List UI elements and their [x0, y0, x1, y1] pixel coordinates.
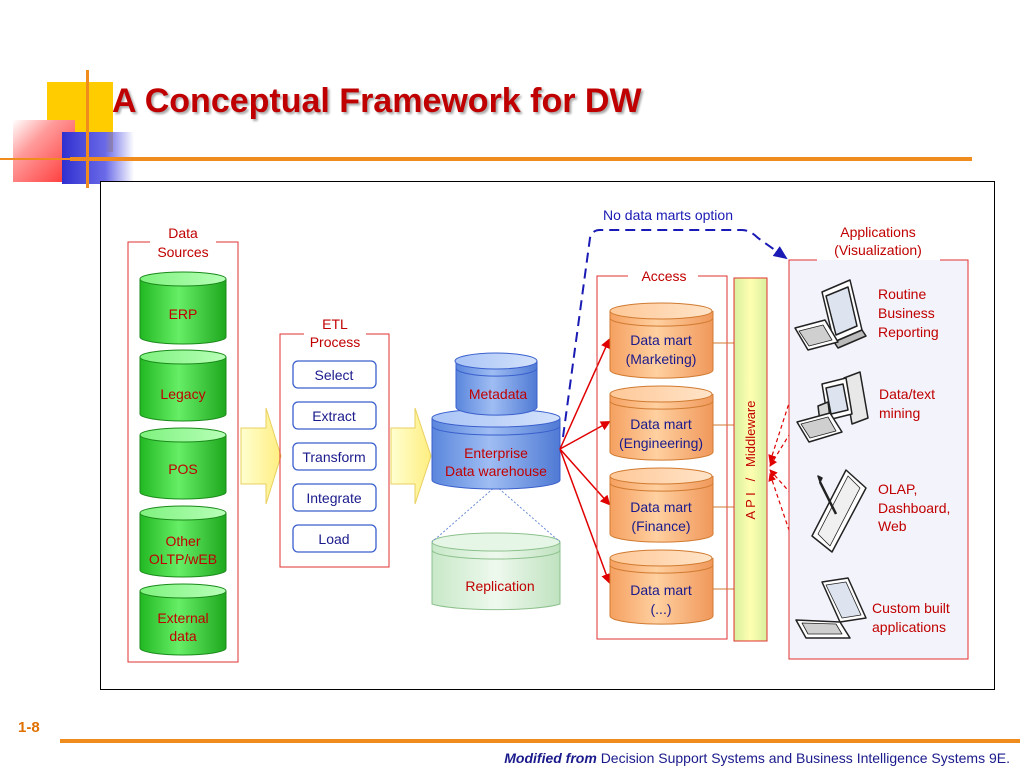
source-cylinder-pos: POS	[139, 427, 227, 500]
mart-label-line1: Data mart	[630, 332, 692, 348]
app-label: Data/text	[879, 386, 935, 402]
data-sources-bracket	[127, 241, 239, 663]
applications-label-line2: (Visualization)	[834, 242, 922, 258]
metadata-cylinder: Metadata	[454, 352, 538, 416]
access-group: Access Data mart (Marketing) Data mart (…	[596, 268, 734, 640]
source-label-line2: data	[169, 628, 196, 644]
etl-step-label: Transform	[302, 449, 365, 465]
enterprise-data-warehouse-cylinder: Enterprise Data warehouse	[431, 408, 561, 490]
mart-label-line2: (Finance)	[631, 518, 690, 534]
mart-label-line2: (Engineering)	[619, 435, 703, 451]
mart-label-line1: Data mart	[630, 582, 692, 598]
tablet-pen-icon	[811, 469, 867, 553]
app-label: Business	[878, 305, 935, 321]
etl-step-extract	[292, 401, 377, 430]
app-label: applications	[872, 619, 946, 635]
footer-source: Decision Support Systems and Business In…	[600, 750, 1010, 766]
tower-computer-icon	[796, 371, 869, 443]
flow-arrow-sources-to-etl	[240, 407, 282, 505]
app-label: Routine	[878, 286, 926, 302]
footer-modified-from: Modified from	[504, 750, 597, 766]
source-label-line1: Other	[165, 533, 200, 549]
data-sources-label-line1: Data	[168, 225, 198, 241]
no-data-marts-dashed-arrow	[562, 229, 788, 438]
access-bracket	[596, 275, 728, 640]
data-mart-other: Data mart (...)	[609, 549, 714, 625]
mart-label-line2: (Marketing)	[626, 351, 697, 367]
desktop-computer-icon	[794, 279, 867, 351]
etl-label-line1: ETL	[322, 316, 348, 332]
etl-step-load	[292, 524, 377, 553]
source-label-line1: External	[157, 610, 208, 626]
no-data-marts-option: No data marts option	[562, 207, 788, 438]
source-cylinder-other-oltp: Other OLTP/wEB	[139, 505, 227, 578]
replication-cylinder: Replication	[431, 532, 561, 611]
laptop-icon	[795, 577, 867, 639]
slide-title: A Conceptual Framework for DW	[112, 82, 642, 120]
etl-step-label: Load	[318, 531, 349, 547]
applications-label-line1: Applications	[840, 224, 916, 240]
mart-to-middleware-lines	[713, 342, 734, 590]
source-cylinder-legacy: Legacy	[139, 349, 227, 422]
flow-arrow-etl-to-warehouse	[390, 407, 432, 505]
etl-step-label: Select	[315, 367, 354, 383]
warehouse-group: Replication Enterprise Data warehouse Me…	[431, 352, 561, 611]
metadata-label: Metadata	[469, 386, 528, 402]
etl-step-transform	[292, 442, 377, 471]
api-middleware-bar: A P I / Middleware	[733, 277, 768, 642]
source-label: ERP	[169, 306, 198, 322]
applications-bracket	[788, 259, 969, 660]
source-label: POS	[168, 461, 198, 477]
app-label: Web	[878, 518, 907, 534]
data-mart-engineering: Data mart (Engineering)	[609, 385, 714, 461]
etl-step-label: Integrate	[306, 490, 361, 506]
middleware-label: A P I / Middleware	[743, 401, 758, 520]
data-mart-finance: Data mart (Finance)	[609, 467, 714, 543]
vertical-orange-line	[86, 70, 89, 188]
mart-label-line2: (...)	[651, 601, 672, 617]
applications-group: Applications (Visualization) Routine Bus…	[788, 224, 969, 660]
etl-step-integrate	[292, 483, 377, 512]
replication-label: Replication	[465, 578, 534, 594]
source-cylinder-external-data: External data	[139, 583, 227, 656]
app-label: Dashboard,	[878, 500, 950, 516]
app-label: OLAP,	[878, 481, 917, 497]
mart-label-line1: Data mart	[630, 416, 692, 432]
edw-to-marts-arrows	[559, 338, 611, 584]
data-sources-group: Data Sources ERP Legacy POS Other OLTP/w…	[127, 225, 239, 663]
mart-label-line1: Data mart	[630, 499, 692, 515]
etl-group: ETL Process Select Extract Transform Int…	[279, 316, 390, 568]
data-sources-label-line2: Sources	[157, 244, 208, 260]
edw-label-line1: Enterprise	[464, 445, 528, 461]
data-mart-marketing: Data mart (Marketing)	[609, 302, 714, 379]
etl-bracket	[279, 333, 390, 568]
footer-citation: Modified from Decision Support Systems a…	[504, 750, 1010, 766]
source-cylinder-erp: ERP	[139, 271, 227, 345]
app-label: Custom built	[872, 600, 950, 616]
etl-step-label: Extract	[312, 408, 356, 424]
source-label-line2: OLTP/wEB	[149, 551, 217, 567]
app-label: Reporting	[878, 324, 939, 340]
no-data-marts-option-label: No data marts option	[603, 207, 733, 223]
footer-rule	[60, 739, 1020, 743]
source-label: Legacy	[160, 386, 205, 402]
title-rule	[70, 157, 972, 161]
app-label: mining	[879, 405, 920, 421]
etl-step-select	[292, 360, 377, 389]
edw-label-line2: Data warehouse	[445, 463, 547, 479]
access-label: Access	[641, 268, 686, 284]
slide-number: 1-8	[18, 719, 40, 736]
etl-label-line2: Process	[310, 334, 361, 350]
